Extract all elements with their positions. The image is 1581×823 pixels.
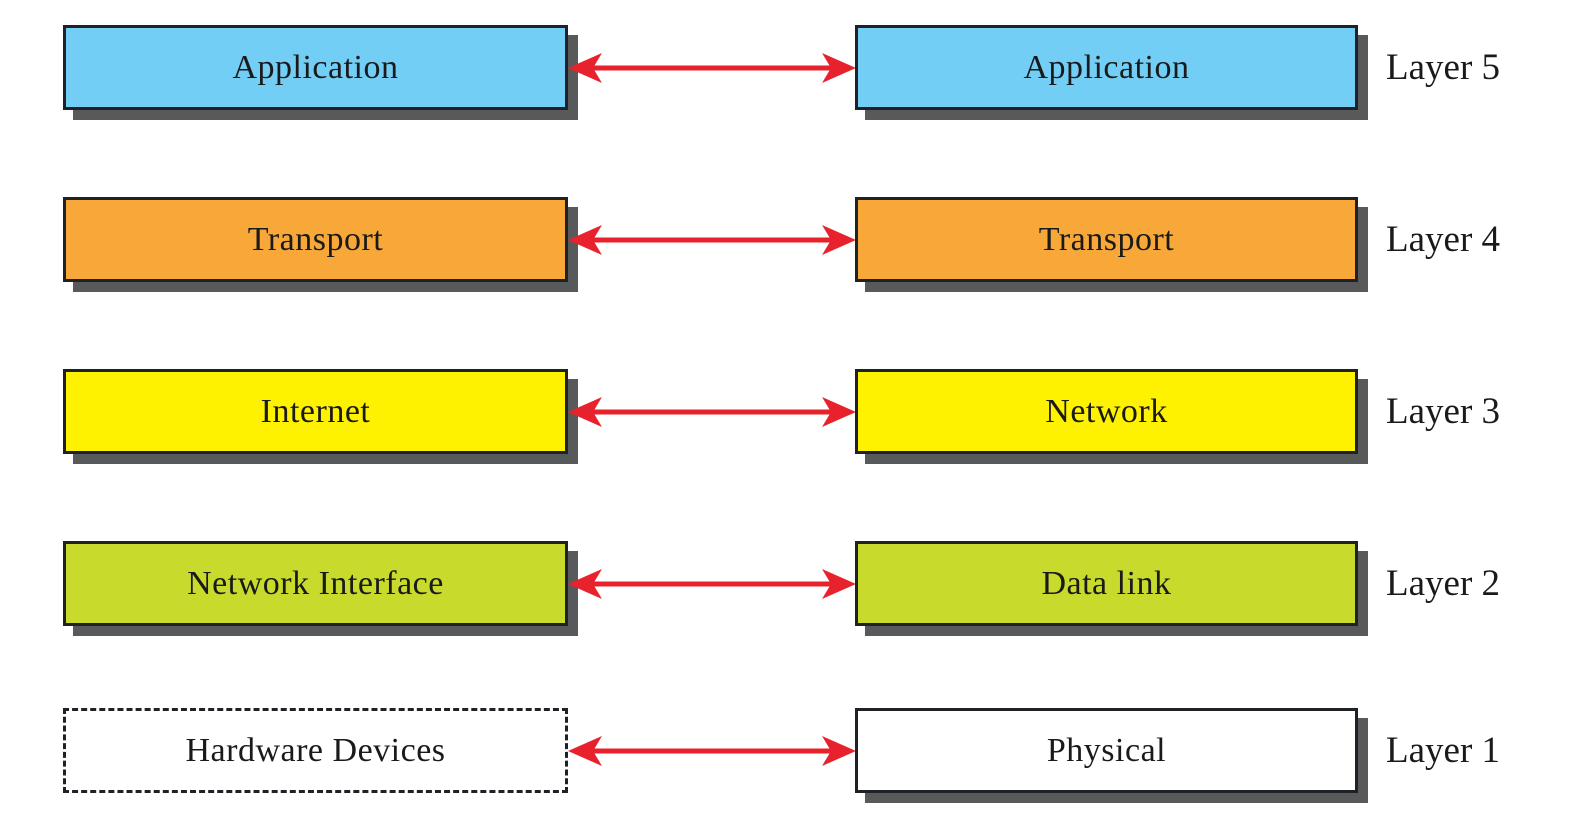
right-stack-box-physical: Physical xyxy=(855,708,1358,793)
left-box-label: Application xyxy=(232,48,399,86)
arrow-head-right xyxy=(822,568,856,599)
right-stack-box-transport: Transport xyxy=(855,197,1358,282)
left-stack-box-internet: Internet xyxy=(63,369,568,454)
left-box-label: Network Interface xyxy=(187,564,444,602)
right-stack-box-data-link: Data link xyxy=(855,541,1358,626)
right-box-label: Transport xyxy=(1038,220,1175,258)
right-stack-box-application: Application xyxy=(855,25,1358,110)
layer-row-1: Hardware Devices Physical Layer 1 xyxy=(0,708,1581,793)
double-arrow xyxy=(566,197,858,282)
right-box-label: Application xyxy=(1023,48,1190,86)
double-arrow xyxy=(566,708,858,793)
right-stack-box-network: Network xyxy=(855,369,1358,454)
left-box-label: Transport xyxy=(247,220,384,258)
left-stack-box-transport: Transport xyxy=(63,197,568,282)
arrow-head-left xyxy=(568,224,602,255)
double-arrow xyxy=(566,369,858,454)
layer-row-4: Transport Transport Layer 4 xyxy=(0,197,1581,282)
arrow-head-right xyxy=(822,52,856,83)
arrow-head-left xyxy=(568,52,602,83)
layer-row-3: Internet Network Layer 3 xyxy=(0,369,1581,454)
right-box-label: Data link xyxy=(1041,564,1172,602)
arrow-head-left xyxy=(568,568,602,599)
layer-number-label: Layer 1 xyxy=(1386,730,1501,771)
layer-row-2: Network Interface Data link Layer 2 xyxy=(0,541,1581,626)
left-stack-box-hardware-devices: Hardware Devices xyxy=(63,708,568,793)
layer-number-label: Layer 4 xyxy=(1386,219,1501,260)
left-box-label: Internet xyxy=(260,392,371,430)
left-stack-box-application: Application xyxy=(63,25,568,110)
right-box-label: Network xyxy=(1045,392,1168,430)
right-box-label: Physical xyxy=(1046,731,1167,769)
layer-number-label: Layer 3 xyxy=(1386,391,1501,432)
layer-number-label: Layer 5 xyxy=(1386,47,1501,88)
layer-row-5: Application Application Layer 5 xyxy=(0,25,1581,110)
arrow-head-left xyxy=(568,396,602,427)
arrow-head-right xyxy=(822,224,856,255)
double-arrow xyxy=(566,541,858,626)
double-arrow xyxy=(566,25,858,110)
layer-number-label: Layer 2 xyxy=(1386,563,1501,604)
left-box-label: Hardware Devices xyxy=(185,731,446,769)
left-stack-box-network-interface: Network Interface xyxy=(63,541,568,626)
arrow-head-left xyxy=(568,735,602,766)
arrow-head-right xyxy=(822,735,856,766)
arrow-head-right xyxy=(822,396,856,427)
